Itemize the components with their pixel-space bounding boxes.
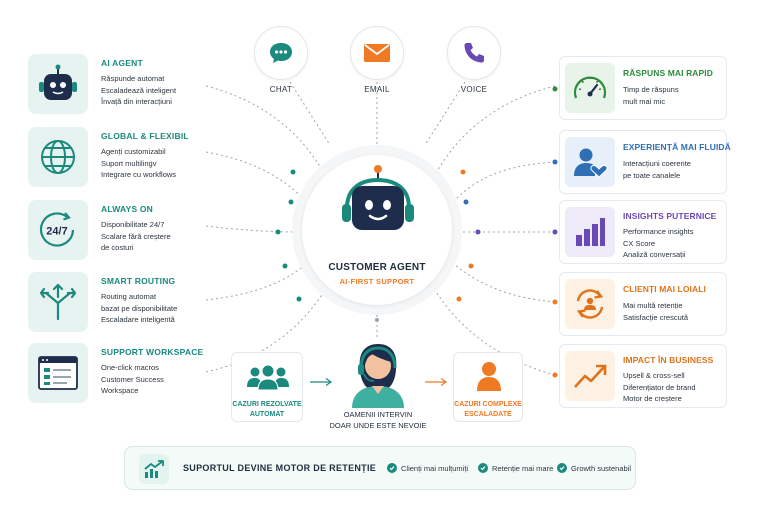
feature-title: ALWAYS ON [101,204,154,214]
svg-text:24/7: 24/7 [46,226,67,238]
resolved-label: CAZURI REZOLVATE [232,401,302,408]
benefit-impact-business: IMPACT ÎN BUSINESS Upsell & cross-sell D… [559,344,727,408]
feature-support-workspace: SUPPORT WORKSPACE One-click macros Custo… [28,343,204,403]
growth-chart-icon [144,460,164,478]
benefit-title: RĂSPUNS MAI RAPID [623,68,714,78]
benefit-insights-puternice: INSIGHTS PUTERNICE Performance insights … [559,200,727,264]
chat-icon [270,43,292,63]
resolved-cases-box: CAZURI REZOLVATE AUTOMAT [231,352,303,422]
banner-item: Retenție mai mare [492,463,554,473]
feature-global-flexibil: GLOBAL & FLEXIBIL Agenți customizabil Su… [28,127,204,187]
chat-label: CHAT [269,85,293,94]
retention-icon [576,289,604,319]
benefit-line: Satisfacție crescută [623,312,689,322]
feature-line: Escaladează inteligent [101,85,177,95]
routing-arrows-icon [39,283,77,321]
benefit-title: CLIENȚI MAI LOIALI [623,284,707,294]
human-label: OAMENII INTERVIN [343,410,413,419]
feature-line: Workspace [101,386,139,395]
email-label: EMAIL [364,85,390,94]
benefit-line: Performance insights [623,227,694,236]
banner-title: SUPORTUL DEVINE MOTOR DE RETENȚIE [183,463,377,473]
escalated-label: ESCALADATE [464,410,512,418]
feature-always-on: 24/7 ALWAYS ON Disponibilitate 24/7 Scal… [28,200,204,260]
human-intervention-label: OAMENII INTERVIN DOAR UNDE ESTE NEVOIE [322,410,434,431]
check-icon [557,463,567,473]
benefit-line: mult mai mic [623,96,666,106]
escalated-cases-box: CAZURI COMPLEXE ESCALADATE [453,352,523,422]
feature-ai-agent: AI AGENT Răspunde automat Escaladează in… [28,54,204,114]
benefit-line: pe toate canalele [623,170,681,180]
robot-icon [39,64,77,100]
feature-line: Scalare fără creștere [101,231,171,241]
support-operator-icon [352,344,404,408]
email-channel [350,26,404,80]
feature-line: bazat pe disponibilitate [101,303,178,313]
retention-banner: SUPORTUL DEVINE MOTOR DE RETENȚIE Clienț… [124,446,636,490]
arrow-right-icon [310,378,333,386]
speedometer-icon [573,76,607,99]
workspace-icon [38,356,78,390]
escalated-label: CAZURI COMPLEXE [454,401,522,408]
benefit-clienti-loiali: CLIENȚI MAI LOIALI Mai multă retenție Sa… [559,272,727,336]
feature-line: Integrare cu workflows [101,170,177,179]
user-heart-icon [574,148,608,178]
benefit-line: Mai multă retenție [623,301,683,310]
banner-item: Growth sustenabil [571,463,632,473]
voice-label: VOICE [460,85,488,94]
feature-title: AI AGENT [101,58,143,68]
feature-line: Disponibilitate 24/7 [101,220,165,229]
feature-title: SMART ROUTING [101,276,176,286]
benefit-title: IMPACT ÎN BUSINESS [623,355,714,365]
check-icon [387,463,397,473]
robot-headset-icon [342,165,414,230]
center-title: CUSTOMER AGENT [328,262,426,273]
bar-chart-icon [576,218,605,246]
person-icon [477,362,501,391]
check-icon [478,463,488,473]
feature-line: Routing automat [101,292,157,301]
benefit-title: INSIGHTS PUTERNICE [623,211,717,221]
feature-line: Escaladare inteligentă [101,315,175,324]
banner-item: Clienți mai mulțumiți [401,463,469,473]
benefit-line: Analiză conversații [623,250,686,259]
feature-title: SUPPORT WORKSPACE [101,347,204,357]
chat-channel [254,26,308,80]
feature-smart-routing: SMART ROUTING Routing automat bazat pe d… [28,272,204,332]
feature-title: GLOBAL & FLEXIBIL [101,131,189,141]
feature-line: de costuri [101,243,134,252]
email-icon [364,44,390,62]
feature-line: Customer Success [101,374,164,384]
feature-line: Suport multilingv [101,158,157,168]
phone-icon [464,43,484,63]
feature-line: Agenți customizabil [101,147,166,156]
clock-24-7-icon: 24/7 [39,212,75,247]
feature-line: Învață din interacțiuni [101,97,172,106]
benefit-line: Motor de creștere [623,394,682,403]
resolved-label: AUTOMAT [249,410,285,418]
feature-line: One-click macros [101,363,159,372]
benefit-raspuns-rapid: RĂSPUNS MAI RAPID Timp de răspuns mult m… [559,56,727,120]
voice-channel [447,26,501,80]
benefit-line: Timp de răspuns [623,85,679,94]
team-icon [247,364,289,391]
globe-icon [41,140,75,174]
human-label: DOAR UNDE ESTE NEVOIE [329,420,427,430]
benefit-experienta-fluida: EXPERIENȚĂ MAI FLUIDĂ Interacțiuni coere… [559,130,731,194]
arrow-right-icon [425,378,448,386]
benefit-line: Upsell & cross-sell [623,371,685,380]
benefit-line: CX Score [623,238,656,248]
benefit-title: EXPERIENȚĂ MAI FLUIDĂ [623,142,731,152]
feature-line: Răspunde automat [101,74,165,83]
center-subtitle: AI-FIRST SUPPORT [339,277,415,286]
benefit-line: Interacțiuni coerente [623,159,691,168]
benefit-line: Diferențiator de brand [623,382,696,392]
trend-up-icon [574,364,607,388]
